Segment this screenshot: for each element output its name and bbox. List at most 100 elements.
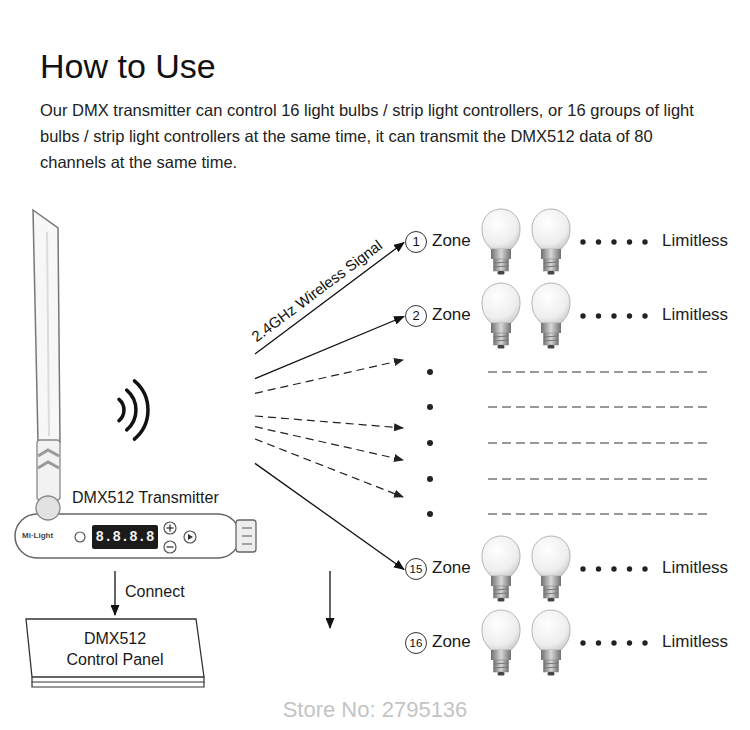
ellipsis-dot [611, 313, 616, 318]
signal-arrow [114, 571, 115, 615]
antenna [33, 210, 60, 442]
signal-wave [119, 399, 124, 420]
zone-number: 1 [405, 231, 427, 253]
light-bulb [482, 536, 520, 602]
ellipsis-dot [627, 313, 632, 318]
ellipsis-dot [596, 566, 601, 571]
page-title: How to Use [40, 47, 216, 86]
zone-row: 2Zone Limitless [405, 303, 733, 330]
ellipsis-rows [427, 369, 710, 517]
edge-label: 2.4GHz Wireless Signal [246, 236, 387, 348]
up-button [164, 522, 176, 534]
zone-number: 2 [405, 305, 427, 327]
xlr-plug [236, 520, 256, 552]
bulb-rows [482, 209, 648, 676]
ellipsis-dot [580, 640, 585, 645]
limitless-label: Limitless [662, 231, 728, 251]
edge-label: Connect [125, 583, 185, 601]
ellipsis-dot [627, 239, 632, 244]
light-bulb [482, 209, 520, 275]
ellipsis-dot [596, 239, 601, 244]
antenna-joint [36, 496, 60, 520]
limitless-label: Limitless [662, 305, 728, 325]
limitless-label: Limitless [662, 632, 728, 652]
xlr-pin [242, 527, 252, 529]
ellipsis-dot [642, 640, 647, 645]
ellipsis-dot [427, 369, 433, 375]
play-sign [188, 534, 193, 540]
zone-label: Zone [432, 305, 471, 325]
mode-button [75, 532, 85, 542]
ellipsis-dot [427, 404, 433, 410]
xlr-pin [242, 543, 252, 545]
light-bulb [532, 536, 570, 602]
placeholder-dash [488, 514, 710, 515]
panel-edge [32, 677, 204, 682]
ellipsis-dot [580, 313, 585, 318]
placeholder-dash [488, 372, 710, 373]
ellipsis-dot [611, 640, 616, 645]
dashed-arrow [255, 360, 403, 393]
ellipsis-dot [642, 313, 647, 318]
minus-sign [167, 546, 174, 547]
signal-wave [134, 381, 148, 439]
led-display [92, 525, 158, 549]
down-button [164, 541, 176, 553]
control-panel-box: DMX512 Control Panel [22, 617, 208, 689]
hinge-rib [38, 450, 59, 456]
plus-sign [169, 525, 170, 532]
panel-edge [32, 682, 204, 687]
signal-arrow [255, 463, 404, 569]
display-digits: 8.8.8.8 [92, 525, 158, 549]
dmx-transmitter: DMX512 Transmitter 8.8.8.8 [10, 205, 255, 565]
light-bulb [532, 283, 570, 349]
ellipsis-dot [596, 640, 601, 645]
light-bulb [482, 283, 520, 349]
signal-arrow [329, 571, 330, 628]
signal-arrow [255, 243, 404, 354]
intro-text: Our DMX transmitter can control 16 light… [40, 97, 720, 175]
panel-label: DMX512 Control Panel [59, 628, 171, 670]
panel-face [26, 619, 204, 677]
light-bulb [532, 209, 570, 275]
dashed-arrow [255, 416, 403, 428]
zone-label: Zone [432, 558, 471, 578]
ellipsis-dot [596, 313, 601, 318]
ellipsis-dot [427, 511, 433, 517]
zone-row: 15Zone Limitless [405, 556, 733, 583]
ellipsis-dot [642, 566, 647, 571]
light-bulb [482, 610, 520, 676]
ellipsis-dot [427, 440, 433, 446]
ellipsis-dot [611, 239, 616, 244]
device-label: DMX512 Transmitter [72, 489, 219, 507]
limitless-label: Limitless [662, 558, 728, 578]
ellipsis-dot [580, 239, 585, 244]
zone-number: 15 [405, 558, 427, 580]
brand-logo: Mi·Light [22, 531, 53, 540]
zone-row: 1Zone Limitless [405, 229, 733, 256]
play-button [184, 531, 196, 543]
zone-number: 16 [405, 632, 427, 654]
zone-row: 16Zone Limitless [405, 630, 733, 657]
hinge-rib [38, 462, 59, 468]
ellipsis-dot [642, 239, 647, 244]
xlr-pin [242, 535, 252, 537]
placeholder-dash [488, 443, 710, 444]
ellipsis-dot [580, 566, 585, 571]
light-bulb [532, 610, 570, 676]
dashed-arrow [255, 427, 403, 460]
antenna-hinge [37, 440, 60, 500]
zone-label: Zone [432, 632, 471, 652]
antenna-highlight [47, 232, 49, 436]
placeholder-dash [488, 479, 710, 480]
ellipsis-dot [427, 476, 433, 482]
ellipsis-dot [627, 566, 632, 571]
signal-wave [127, 390, 136, 430]
zone-label: Zone [432, 231, 471, 251]
ellipsis-dot [627, 640, 632, 645]
placeholder-dash [488, 407, 710, 408]
dashed-arrow [255, 439, 403, 497]
watermark: Store No: 2795136 [0, 697, 750, 723]
ellipsis-dot [611, 566, 616, 571]
